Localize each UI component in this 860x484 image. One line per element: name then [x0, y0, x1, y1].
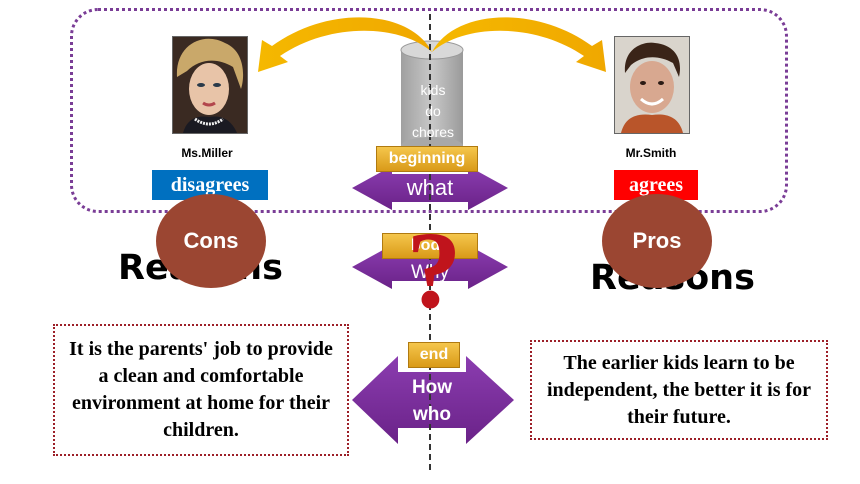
cons-circle: Cons	[156, 194, 266, 288]
beginning-tag: beginning	[376, 146, 478, 172]
end-label-who: who	[413, 404, 451, 425]
portrait-man-icon	[615, 37, 689, 133]
right-person-name: Mr.Smith	[625, 146, 677, 160]
right-reason-text: The earlier kids learn to be independent…	[546, 351, 812, 428]
left-reason-box: It is the parents' job to provide a clea…	[53, 324, 349, 456]
beginning-label: what	[406, 175, 454, 200]
pros-circle: Pros	[602, 194, 712, 288]
end-label-how: How	[411, 377, 453, 398]
mr-smith-photo	[614, 36, 690, 134]
topic-line: chores	[411, 124, 455, 140]
question-mark-icon: ?	[406, 209, 462, 331]
body-label: Why	[411, 262, 449, 283]
left-person-name: Ms.Miller	[181, 146, 233, 160]
right-stance-label: agrees	[614, 170, 698, 200]
right-curved-arrow-icon	[432, 17, 606, 72]
ms-miller-photo	[172, 36, 248, 134]
body-tag: body	[382, 233, 478, 259]
right-reason-box: The earlier kids learn to be independent…	[530, 340, 828, 440]
portrait-woman-icon	[173, 37, 247, 133]
left-curved-arrow-icon	[258, 17, 432, 72]
topic-cylinder	[400, 40, 464, 155]
end-tag: end	[408, 342, 460, 368]
end-double-arrow	[352, 356, 514, 444]
topic-line: kids	[420, 82, 446, 98]
topic-text: kids do chores	[404, 80, 462, 143]
topic-line: do	[425, 103, 441, 119]
end-label: How who	[398, 374, 466, 428]
left-reason-text: It is the parents' job to provide a clea…	[69, 338, 333, 441]
